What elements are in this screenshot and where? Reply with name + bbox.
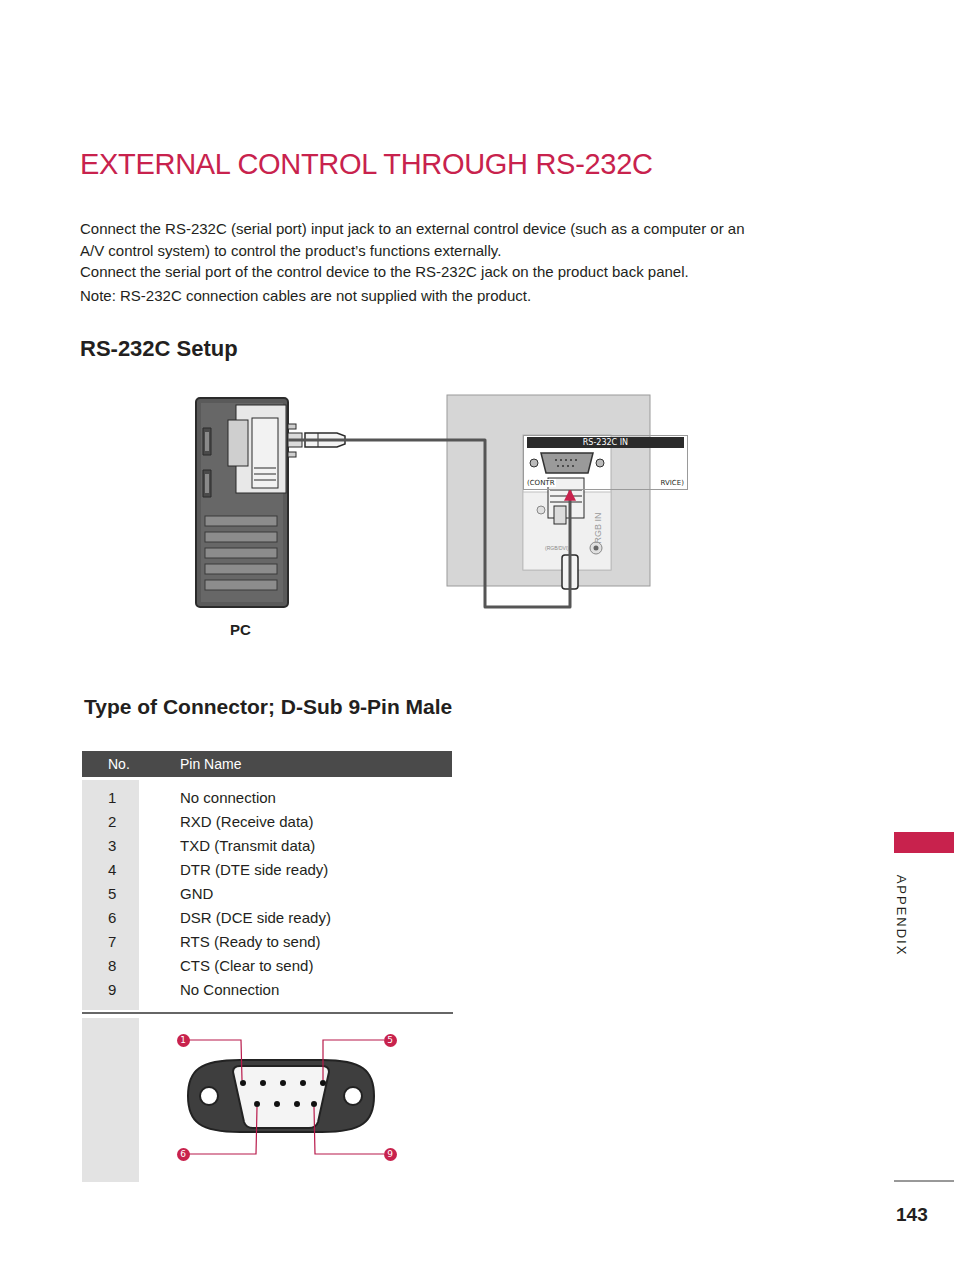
tv-plug-ribs: [550, 490, 582, 502]
callout-number: 6: [177, 1148, 190, 1161]
mounting-hole: [200, 1087, 218, 1105]
pin-name: DTR (DTE side ready): [180, 861, 328, 878]
section-tab: [894, 832, 954, 853]
page-title: EXTERNAL CONTROL THROUGH RS-232C: [80, 148, 653, 181]
audio-jack-hole: [594, 546, 599, 551]
jack-screw: [530, 459, 538, 467]
jack-panel: [523, 435, 611, 570]
connector-shell: [228, 420, 248, 466]
pin-name: TXD (Transmit data): [180, 837, 315, 854]
rgb-screw: [537, 506, 545, 514]
port-title: RS-232C IN: [527, 437, 684, 448]
intro-text: Connect the RS-232C (serial port) input …: [80, 218, 748, 262]
note-text: Note: RS-232C connection cables are not …: [80, 287, 531, 304]
pin-number: 3: [108, 837, 116, 854]
thumb-screw: [288, 452, 296, 457]
pc-tower-node: PC: [196, 398, 288, 607]
port-label: (RGB/DVI): [545, 545, 569, 551]
rs232c-port-node: RS-232C IN (CONTR RVICE): [523, 435, 688, 490]
serial-port-pins: [205, 474, 209, 493]
tv-plug-shell: [554, 506, 566, 524]
pc-panel: [201, 403, 283, 602]
section-heading: RS-232C Setup: [80, 336, 238, 362]
page-rule: [894, 1181, 954, 1182]
table-number-column: [82, 780, 139, 1010]
serial-port: [203, 428, 211, 455]
device-label: PC: [230, 621, 251, 638]
table-number-column: [82, 1018, 139, 1182]
pin-name: No connection: [180, 789, 276, 806]
table-header-band: [82, 751, 452, 777]
connector-flange: [188, 1060, 374, 1132]
pin-number: 2: [108, 813, 116, 830]
pin-number: 9: [108, 981, 116, 998]
section-heading: Type of Connector; D-Sub 9-Pin Male: [84, 695, 452, 719]
callout-number: 1: [177, 1034, 190, 1047]
plug-ribs: [254, 468, 276, 480]
audio-jack: [590, 542, 602, 554]
serial-port: [203, 470, 211, 497]
table-header: Pin Name: [180, 756, 241, 772]
callout-number: 9: [384, 1148, 397, 1161]
pin-name: CTS (Clear to send): [180, 957, 313, 974]
pin-name: RTS (Ready to send): [180, 933, 321, 950]
page-number: 143: [896, 1204, 928, 1226]
jack-pins: [555, 459, 577, 467]
cable-connector: [288, 440, 570, 607]
callout-leaders: [189, 1040, 384, 1154]
rs232c-jack: [541, 453, 593, 473]
callout-number: 5: [384, 1034, 397, 1047]
pin-name: No Connection: [180, 981, 279, 998]
thumb-screw: [288, 424, 296, 429]
intro-text: Connect the serial port of the control d…: [80, 263, 689, 280]
pin-number: 5: [108, 885, 116, 902]
port-caption: RVICE): [660, 479, 685, 487]
pin-name: GND: [180, 885, 213, 902]
serial-port-pins: [205, 432, 209, 451]
pin-number: 1: [108, 789, 116, 806]
tv-back-panel: [447, 395, 650, 586]
pin-name: DSR (DCE side ready): [180, 909, 331, 926]
table-header: No.: [108, 756, 130, 772]
mounting-hole: [344, 1087, 362, 1105]
connector-pins: [240, 1080, 326, 1107]
pin-number: 4: [108, 861, 116, 878]
pin-number: 7: [108, 933, 116, 950]
pin-name: RXD (Receive data): [180, 813, 313, 830]
pin-number: 6: [108, 909, 116, 926]
d-sub-plug: [252, 418, 278, 488]
port-caption: (CONTR: [526, 479, 556, 487]
jack-screw: [596, 459, 604, 467]
table-rule: [82, 1012, 453, 1014]
card-slots: [205, 516, 277, 590]
pc-tower: [196, 398, 288, 607]
port-label: RGB IN: [593, 512, 603, 543]
pin-number: 8: [108, 957, 116, 974]
section-label: APPENDIX: [895, 874, 910, 956]
